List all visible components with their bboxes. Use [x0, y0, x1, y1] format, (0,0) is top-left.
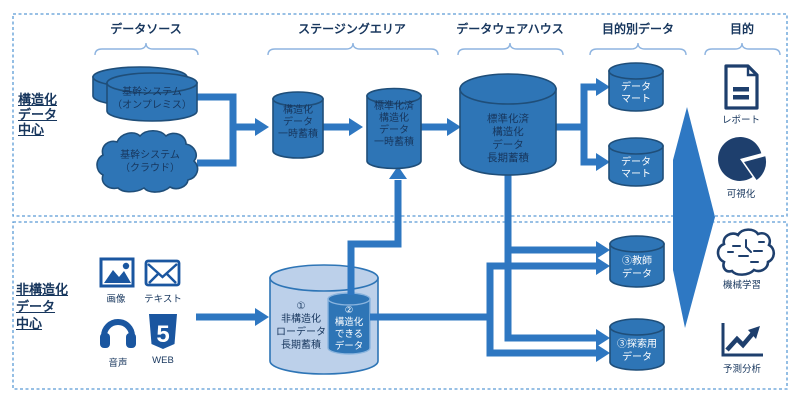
datamart2-label: データ マート	[621, 157, 651, 180]
arrowhead-teacher-upper	[596, 241, 610, 259]
predictive-caption: 予測分析	[722, 364, 761, 375]
label-unstructured-data-center: 非構造化 データ 中心	[16, 282, 69, 331]
structured-region-box	[12, 13, 788, 217]
structurable-cylinder	[327, 292, 371, 355]
header-data-source: データソース	[110, 22, 182, 36]
connectors	[193, 83, 597, 357]
connector-sources-elbow	[193, 93, 237, 167]
brace-dwh	[457, 42, 564, 56]
machine-learning-caption: 機械学習	[722, 280, 761, 291]
cloud-label: 基幹システム （クラウド）	[120, 150, 180, 174]
teacher-cylinder	[609, 235, 665, 288]
image-caption: 画像	[106, 294, 126, 305]
staging-structured-label: 構造化 データ 一時蓄積	[278, 105, 318, 140]
image-icon	[99, 257, 135, 288]
exploration-cylinder	[609, 318, 665, 371]
arrowheads	[255, 78, 610, 362]
staging-standardized-label: 標準化済 構造化 データ 一時蓄積	[374, 101, 414, 148]
dwh-cylinder	[459, 73, 557, 176]
label-structured-data-center: 構造化 データ 中心	[18, 92, 58, 137]
brace-purpose-data	[589, 42, 687, 56]
dwh-label: 標準化済 構造化 データ 長期蓄積	[487, 113, 529, 164]
connector-structurable-up	[347, 180, 402, 295]
arrowhead-dwh	[447, 118, 461, 136]
header-purpose-data: 目的別データ	[601, 22, 674, 36]
arrowhead-staging2	[349, 118, 363, 136]
brace-data-source	[94, 42, 199, 56]
header-staging-area: ステージングエリア	[298, 22, 406, 36]
staging-structured-cylinder	[272, 91, 324, 159]
brain-icon	[716, 228, 776, 276]
html5-glyph: 5	[156, 321, 169, 348]
arrowhead-datamart1	[596, 78, 610, 96]
brace-staging-area	[267, 42, 439, 56]
report-caption: レポート	[721, 115, 760, 126]
cloud-shape	[96, 129, 199, 193]
pie-chart-icon	[718, 136, 767, 181]
brace-purpose	[704, 42, 781, 56]
connector-dwh-datamarts-split	[580, 83, 597, 166]
onprem-cylinder	[92, 66, 198, 122]
datamart2-cylinder	[608, 137, 664, 187]
teacher-label: ③教師 データ	[622, 256, 652, 280]
staging-standardized-cylinder	[366, 87, 422, 170]
web-caption: WEB	[152, 355, 174, 366]
connector-dwh-down	[504, 170, 597, 342]
datamart1-cylinder	[608, 62, 664, 112]
big-flow-arrow	[673, 107, 715, 328]
mail-icon	[144, 259, 181, 287]
onprem-label: 基幹システム （オンプレミス）	[112, 87, 192, 111]
braces	[94, 42, 781, 56]
arrowhead-up-staging2	[389, 166, 407, 179]
report-document-icon	[724, 64, 759, 110]
arrowhead-staging1	[255, 118, 269, 136]
audio-caption: 音声	[108, 358, 128, 369]
structurable-label: ② 構造化 できる データ	[334, 305, 364, 352]
arrowhead-teacher-lower	[596, 257, 610, 275]
trend-chart-icon	[721, 323, 763, 357]
arrowhead-exploration-upper	[596, 329, 610, 347]
datamart1-label: データ マート	[621, 82, 651, 105]
arrowhead-exploration-lower	[596, 344, 610, 362]
arrowhead-rawlake	[255, 308, 269, 326]
exploration-label: ③探索用 データ	[617, 339, 657, 363]
visualization-caption: 可視化	[726, 189, 756, 200]
raw-lake-label: ① 非構造化 ローデータ 長期蓄積	[276, 301, 326, 351]
header-purpose: 目的	[729, 22, 754, 36]
arrowhead-datamart2	[596, 153, 610, 171]
header-dwh: データウェアハウス	[456, 22, 564, 36]
text-caption: テキスト	[144, 294, 182, 305]
headphones-icon	[100, 319, 136, 348]
html5-web-icon: 5	[149, 314, 177, 349]
connector-structurable-split	[486, 262, 597, 357]
